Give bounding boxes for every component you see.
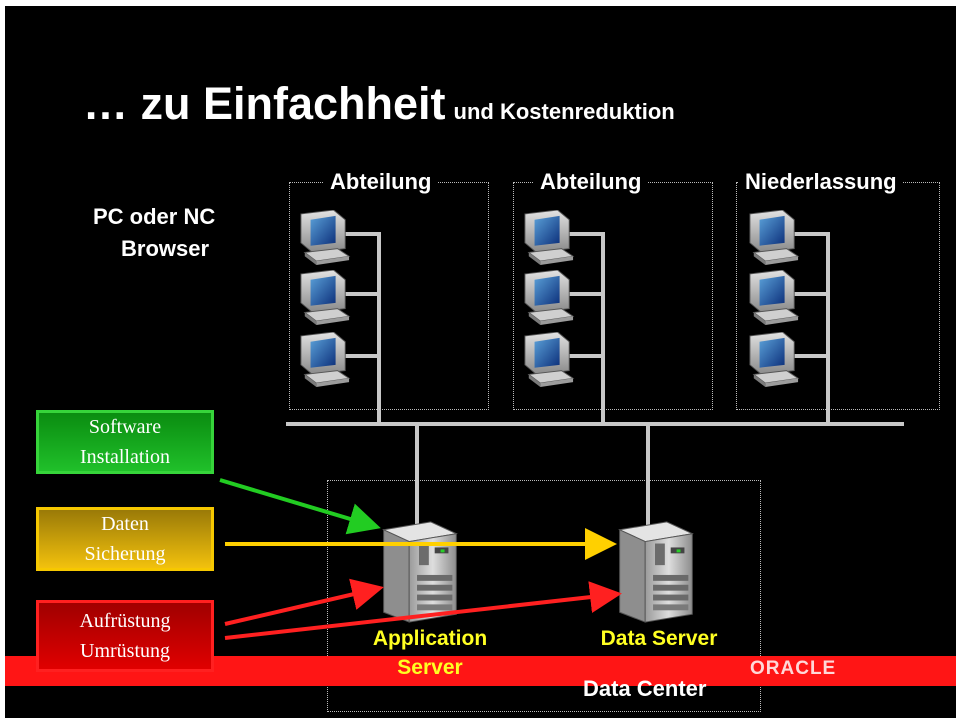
task-line2: Sicherung xyxy=(84,543,166,565)
task-upgrade: Aufrüstung Umrüstung xyxy=(36,600,214,672)
oracle-logo: ORACLE xyxy=(750,658,837,679)
arrow-upgrade-app xyxy=(224,578,384,626)
task-line2: Umrüstung xyxy=(80,640,170,662)
computer-icon xyxy=(749,332,799,388)
task-line1: Software xyxy=(88,416,162,438)
title-subtitle: und Kostenreduktion xyxy=(453,99,675,124)
group-label: Abteilung xyxy=(324,169,438,195)
task-arrows xyxy=(219,478,622,640)
computer-icon xyxy=(300,332,350,388)
computer-icon xyxy=(524,270,574,326)
group-label: Niederlassung xyxy=(739,169,903,195)
servers xyxy=(383,521,693,623)
data-server-label: Data Server xyxy=(600,627,718,650)
network-diagram xyxy=(219,210,904,640)
data-center-label: Data Center xyxy=(583,676,707,701)
task-line2: Installation xyxy=(80,446,170,468)
data-center-boundary xyxy=(327,480,761,712)
group-department-1: Abteilung xyxy=(289,169,489,410)
group-department-2: Abteilung xyxy=(513,169,713,410)
server-label-line2: Server xyxy=(397,656,463,679)
task-line1: Daten xyxy=(101,513,149,535)
application-server-label: Application Server xyxy=(355,624,505,682)
group-label: Abteilung xyxy=(534,169,648,195)
computer-icon xyxy=(300,210,350,266)
server-icon xyxy=(619,521,693,623)
computer-icon xyxy=(524,332,574,388)
arrow-software-install xyxy=(219,478,381,535)
task-line1: Aufrüstung xyxy=(79,610,171,632)
computer-icon xyxy=(749,270,799,326)
task-software-installation: Software Installation xyxy=(36,410,214,474)
title-main: … zu Einfachheit xyxy=(83,78,446,129)
group-branch: Niederlassung xyxy=(736,169,940,410)
server-icon xyxy=(383,521,457,623)
computer-icon xyxy=(300,270,350,326)
network-cabling xyxy=(286,232,904,526)
clients-label-line2: Browser xyxy=(121,236,210,261)
computer-icon xyxy=(524,210,574,266)
client-computers xyxy=(300,210,799,388)
computer-icon xyxy=(749,210,799,266)
arrow-upgrade-data xyxy=(224,581,622,640)
server-label-line1: Application xyxy=(372,627,488,650)
clients-label-line1: PC oder NC xyxy=(93,204,216,229)
slide: … zu Einfachheit und Kostenreduktion PC o… xyxy=(5,6,956,718)
slide-title: … zu Einfachheit und Kostenreduktion xyxy=(83,78,675,130)
task-data-backup: Daten Sicherung xyxy=(36,507,214,571)
